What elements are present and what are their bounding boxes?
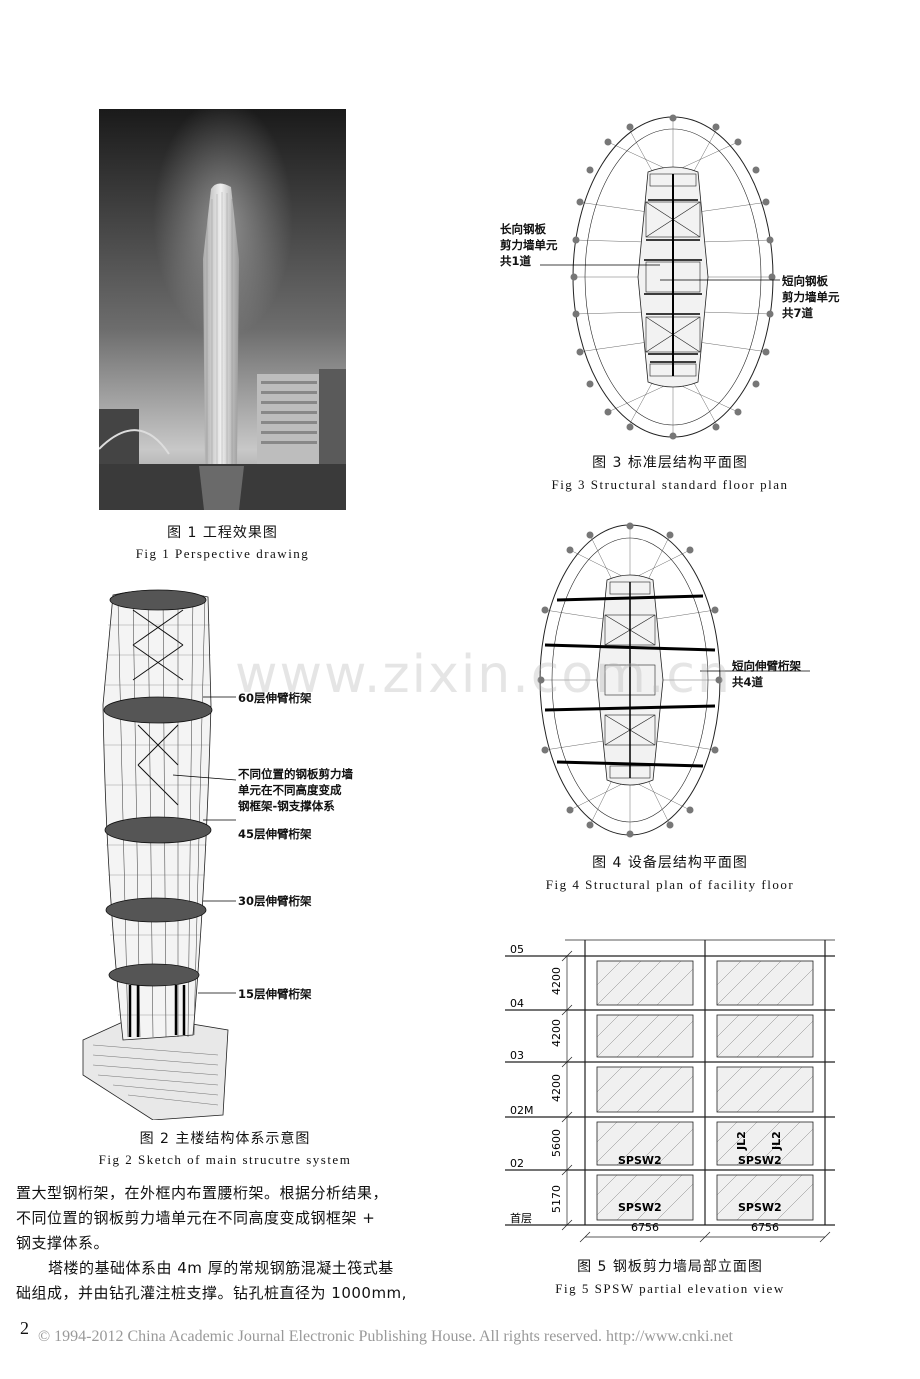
fig4-caption-en: Fig 4 Structural plan of facility floor bbox=[545, 877, 795, 892]
fig3-left-label-2: 剪力墙单元 bbox=[500, 238, 558, 252]
level-ground: 首层 bbox=[510, 1211, 532, 1225]
fig2-label-45: 45层伸臂桁架 bbox=[238, 827, 312, 841]
fig3-left-label-1: 长向钢板 bbox=[500, 222, 546, 236]
dim-5600: 5600 bbox=[550, 1129, 563, 1157]
perspective-drawing-image bbox=[99, 109, 346, 510]
fig3-right-label-2: 剪力墙单元 bbox=[782, 290, 840, 304]
fig3-right-label-3: 共7道 bbox=[782, 306, 814, 320]
level-03: 03 bbox=[510, 1049, 524, 1062]
fig3-left-label-3: 共1道 bbox=[500, 254, 532, 268]
body-line-5: 础组成，并由钻孔灌注桩支撑。钻孔桩直径为 1000mm, bbox=[16, 1284, 407, 1302]
fig2-label-60: 60层伸臂桁架 bbox=[238, 691, 312, 705]
fig2-note-line3: 钢框架-钢支撑体系 bbox=[238, 799, 335, 813]
spsw2-label-2: SPSW2 bbox=[738, 1154, 782, 1167]
fig5-caption-en: Fig 5 SPSW partial elevation view bbox=[555, 1281, 785, 1296]
jl2-label-2: JL2 bbox=[770, 1131, 783, 1151]
fig4-leader-line bbox=[700, 670, 810, 672]
width-6756-left: 6756 bbox=[631, 1221, 659, 1234]
facility-floor-plan bbox=[537, 522, 723, 838]
dim-4200-b: 4200 bbox=[550, 1019, 563, 1047]
width-6756-right: 6756 bbox=[751, 1221, 779, 1234]
body-line-1: 置大型钢桁架，在外框内布置腰桁架。根据分析结果， bbox=[16, 1184, 389, 1202]
fig4-right-label-1: 短向伸臂桁架 bbox=[732, 659, 801, 673]
fig4-right-label-2: 共4道 bbox=[732, 675, 764, 689]
dim-4200-c: 4200 bbox=[550, 1074, 563, 1102]
fig2-caption-en: Fig 2 Sketch of main strucutre system bbox=[98, 1152, 352, 1167]
fig3-leader-lines bbox=[540, 264, 780, 281]
body-line-2: 不同位置的钢板剪力墙单元在不同高度变成钢框架 + bbox=[16, 1209, 376, 1227]
level-02m: 02M bbox=[510, 1104, 534, 1117]
standard-floor-plan bbox=[570, 114, 776, 440]
fig2-note-line1: 不同位置的钢板剪力墙 bbox=[238, 767, 353, 781]
jl2-label-1: JL2 bbox=[735, 1131, 748, 1151]
page-number: 2 bbox=[20, 1318, 29, 1338]
body-line-4: 塔楼的基础体系由 4m 厚的常规钢筋混凝土筏式基 bbox=[48, 1259, 394, 1277]
fig1-caption-cn: 图 1 工程效果图 bbox=[167, 525, 278, 541]
main-structure-sketch bbox=[82, 589, 237, 1120]
spsw2-label-1: SPSW2 bbox=[618, 1154, 662, 1167]
dim-4200-a: 4200 bbox=[550, 967, 563, 995]
spsw-elevation-view: 05 04 03 02M 02 首层 4200 4200 4200 5600 5… bbox=[505, 939, 835, 1243]
fig3-caption-en: Fig 3 Structural standard floor plan bbox=[551, 477, 789, 492]
fig2-caption-cn: 图 2 主楼结构体系示意图 bbox=[139, 1131, 311, 1147]
body-line-3: 钢支撑体系。 bbox=[16, 1234, 110, 1252]
level-02: 02 bbox=[510, 1157, 524, 1170]
level-04: 04 bbox=[510, 997, 524, 1010]
fig2-label-30: 30层伸臂桁架 bbox=[238, 894, 312, 908]
fig3-caption-cn: 图 3 标准层结构平面图 bbox=[592, 455, 748, 471]
spsw2-label-4: SPSW2 bbox=[738, 1201, 782, 1214]
fig2-note-line2: 单元在不同高度变成 bbox=[238, 783, 342, 797]
spsw2-label-3: SPSW2 bbox=[618, 1201, 662, 1214]
fig4-caption-cn: 图 4 设备层结构平面图 bbox=[592, 855, 748, 871]
fig5-caption-cn: 图 5 钢板剪力墙局部立面图 bbox=[577, 1259, 763, 1275]
watermark: www.zixin.com.cn bbox=[235, 645, 732, 705]
fig2-label-15: 15层伸臂桁架 bbox=[238, 987, 312, 1001]
dim-5170: 5170 bbox=[550, 1185, 563, 1213]
copyright-footer: © 1994-2012 China Academic Journal Elect… bbox=[38, 1328, 733, 1345]
fig3-right-label-1: 短向钢板 bbox=[782, 274, 828, 288]
level-05: 05 bbox=[510, 943, 524, 956]
fig1-caption-en: Fig 1 Perspective drawing bbox=[135, 546, 310, 561]
